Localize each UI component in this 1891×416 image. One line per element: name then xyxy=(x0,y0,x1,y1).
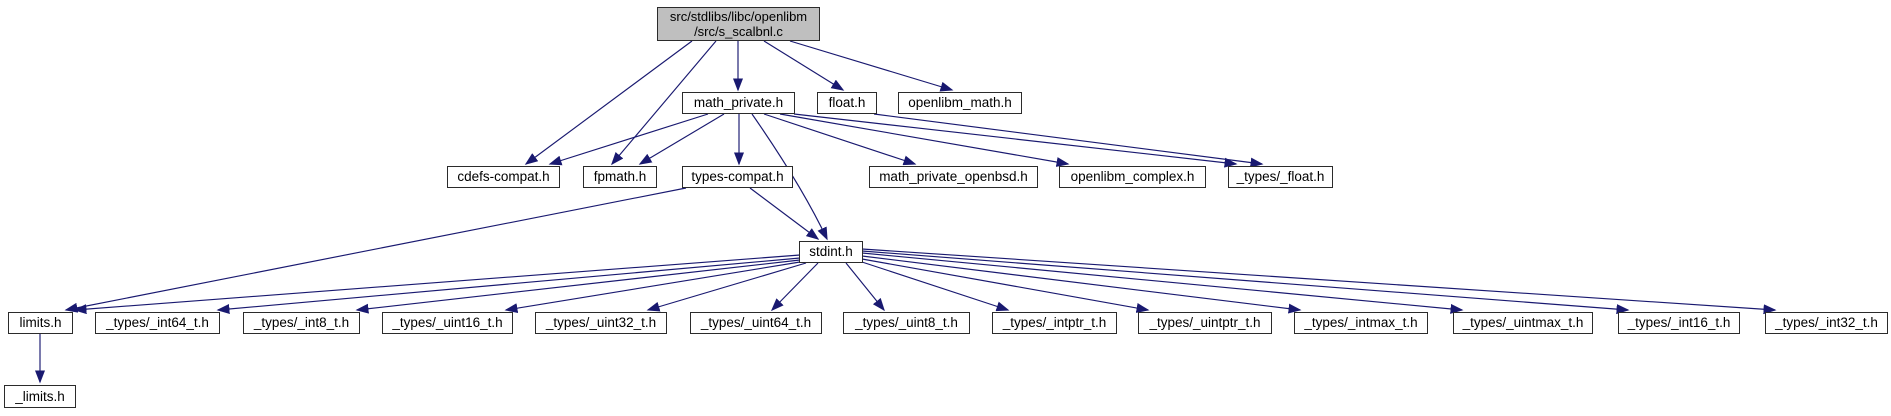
edge-math_private-to-mp_openbsd xyxy=(763,113,917,166)
node-fpmath[interactable]: fpmath.h xyxy=(583,166,657,188)
node-label: fpmath.h xyxy=(593,169,647,185)
node-label: _types/_intmax_t.h xyxy=(1304,315,1418,331)
node-label: stdint.h xyxy=(809,244,853,260)
node-uintmax[interactable]: _types/_uintmax_t.h xyxy=(1453,312,1593,334)
node-uint8[interactable]: _types/_uint8_t.h xyxy=(843,312,970,334)
node-label: _limits.h xyxy=(15,388,65,404)
edge-stdint-to-int32 xyxy=(861,248,1777,315)
node-label: _types/_int32_t.h xyxy=(1775,315,1878,331)
node-intmax[interactable]: _types/_intmax_t.h xyxy=(1294,312,1428,334)
node-int64[interactable]: _types/_int64_t.h xyxy=(95,312,220,334)
node-label: _types/_float.h xyxy=(1236,169,1325,185)
node-label: _types/_uint8_t.h xyxy=(855,315,958,331)
edge-stdint-to-uintmax xyxy=(861,252,1464,314)
node-label: _types/_uint64_t.h xyxy=(700,315,812,331)
node-int32[interactable]: _types/_int32_t.h xyxy=(1765,312,1888,334)
edge-s_scalbnl-to-openlibm_math xyxy=(789,40,954,92)
edge-types_compat-to-stdint xyxy=(749,187,820,240)
node-label: _types/_uintptr_t.h xyxy=(1149,315,1261,331)
edge-stdint-to-uintptr xyxy=(861,258,1150,313)
node-int8[interactable]: _types/_int8_t.h xyxy=(243,312,360,334)
edge-math_private-to-cdefs_compat xyxy=(548,113,709,166)
edge-stdint-to-uint32 xyxy=(646,262,807,312)
node-label: _types/_uint32_t.h xyxy=(545,315,657,331)
node-s_scalbnl: src/stdlibs/libc/openlibm/src/s_scalbnl.… xyxy=(657,7,820,41)
node-label: _types/_intptr_t.h xyxy=(1002,315,1107,331)
edge-stdint-to-int8 xyxy=(355,259,801,314)
edge-math_private-to-fpmath xyxy=(638,113,725,165)
edge-s_scalbnl-to-cdefs_compat xyxy=(524,40,693,165)
node-cdefs_compat[interactable]: cdefs-compat.h xyxy=(447,166,560,188)
node-float[interactable]: float.h xyxy=(817,92,877,114)
node-stdint[interactable]: stdint.h xyxy=(799,241,863,263)
edge-stdint-to-limits xyxy=(73,254,801,315)
node-label: math_private_openbsd.h xyxy=(879,169,1028,185)
node-_limits[interactable]: _limits.h xyxy=(4,385,76,408)
node-label: _types/_int16_t.h xyxy=(1627,315,1731,331)
node-label: openlibm_math.h xyxy=(908,95,1012,111)
node-label: limits.h xyxy=(19,315,62,331)
node-math_private[interactable]: math_private.h xyxy=(682,92,795,114)
node-label: _types/_uint16_t.h xyxy=(392,315,503,331)
node-label: math_private.h xyxy=(693,95,784,111)
node-label: _types/_int64_t.h xyxy=(106,315,209,331)
edge-float-to-types_float xyxy=(873,113,1264,168)
node-intptr[interactable]: _types/_intptr_t.h xyxy=(992,312,1117,334)
node-label: _types/_uintmax_t.h xyxy=(1462,315,1584,331)
edge-stdint-to-uint64 xyxy=(770,262,819,312)
edge-stdint-to-int16 xyxy=(861,250,1630,315)
node-label: /src/s_scalbnl.c xyxy=(694,24,783,39)
node-label: float.h xyxy=(828,95,866,111)
node-label: cdefs-compat.h xyxy=(457,169,550,185)
node-openlibm_complex[interactable]: openlibm_complex.h xyxy=(1059,166,1206,188)
node-uint32[interactable]: _types/_uint32_t.h xyxy=(535,312,667,334)
node-mp_openbsd[interactable]: math_private_openbsd.h xyxy=(869,166,1038,188)
node-types_float[interactable]: _types/_float.h xyxy=(1228,166,1333,188)
node-label: types-compat.h xyxy=(691,169,784,185)
edge-math_private-to-openlibm_complex xyxy=(779,113,1070,167)
node-limits[interactable]: limits.h xyxy=(8,312,73,334)
edge-types_compat-to-limits xyxy=(64,187,687,313)
edge-math_private-to-types_float xyxy=(793,113,1238,168)
edge-math_private-to-stdint xyxy=(751,113,828,241)
edge-stdint-to-intptr xyxy=(861,261,1010,312)
node-uintptr[interactable]: _types/_uintptr_t.h xyxy=(1138,312,1272,334)
node-openlibm_math[interactable]: openlibm_math.h xyxy=(898,92,1022,114)
edge-stdint-to-uint16 xyxy=(504,261,801,314)
node-label: _types/_int8_t.h xyxy=(253,315,350,331)
node-label: src/stdlibs/libc/openlibm xyxy=(669,8,808,24)
edge-s_scalbnl-to-float xyxy=(763,40,845,91)
edge-stdint-to-int64 xyxy=(216,257,801,314)
node-uint64[interactable]: _types/_uint64_t.h xyxy=(690,312,822,334)
edge-stdint-to-intmax xyxy=(861,255,1302,314)
node-label: openlibm_complex.h xyxy=(1070,169,1195,185)
edge-stdint-to-uint8 xyxy=(845,262,885,312)
node-types_compat[interactable]: types-compat.h xyxy=(682,166,793,188)
edge-s_scalbnl-to-fpmath xyxy=(611,40,717,166)
node-int16[interactable]: _types/_int16_t.h xyxy=(1618,312,1740,334)
node-uint16[interactable]: _types/_uint16_t.h xyxy=(382,312,513,334)
